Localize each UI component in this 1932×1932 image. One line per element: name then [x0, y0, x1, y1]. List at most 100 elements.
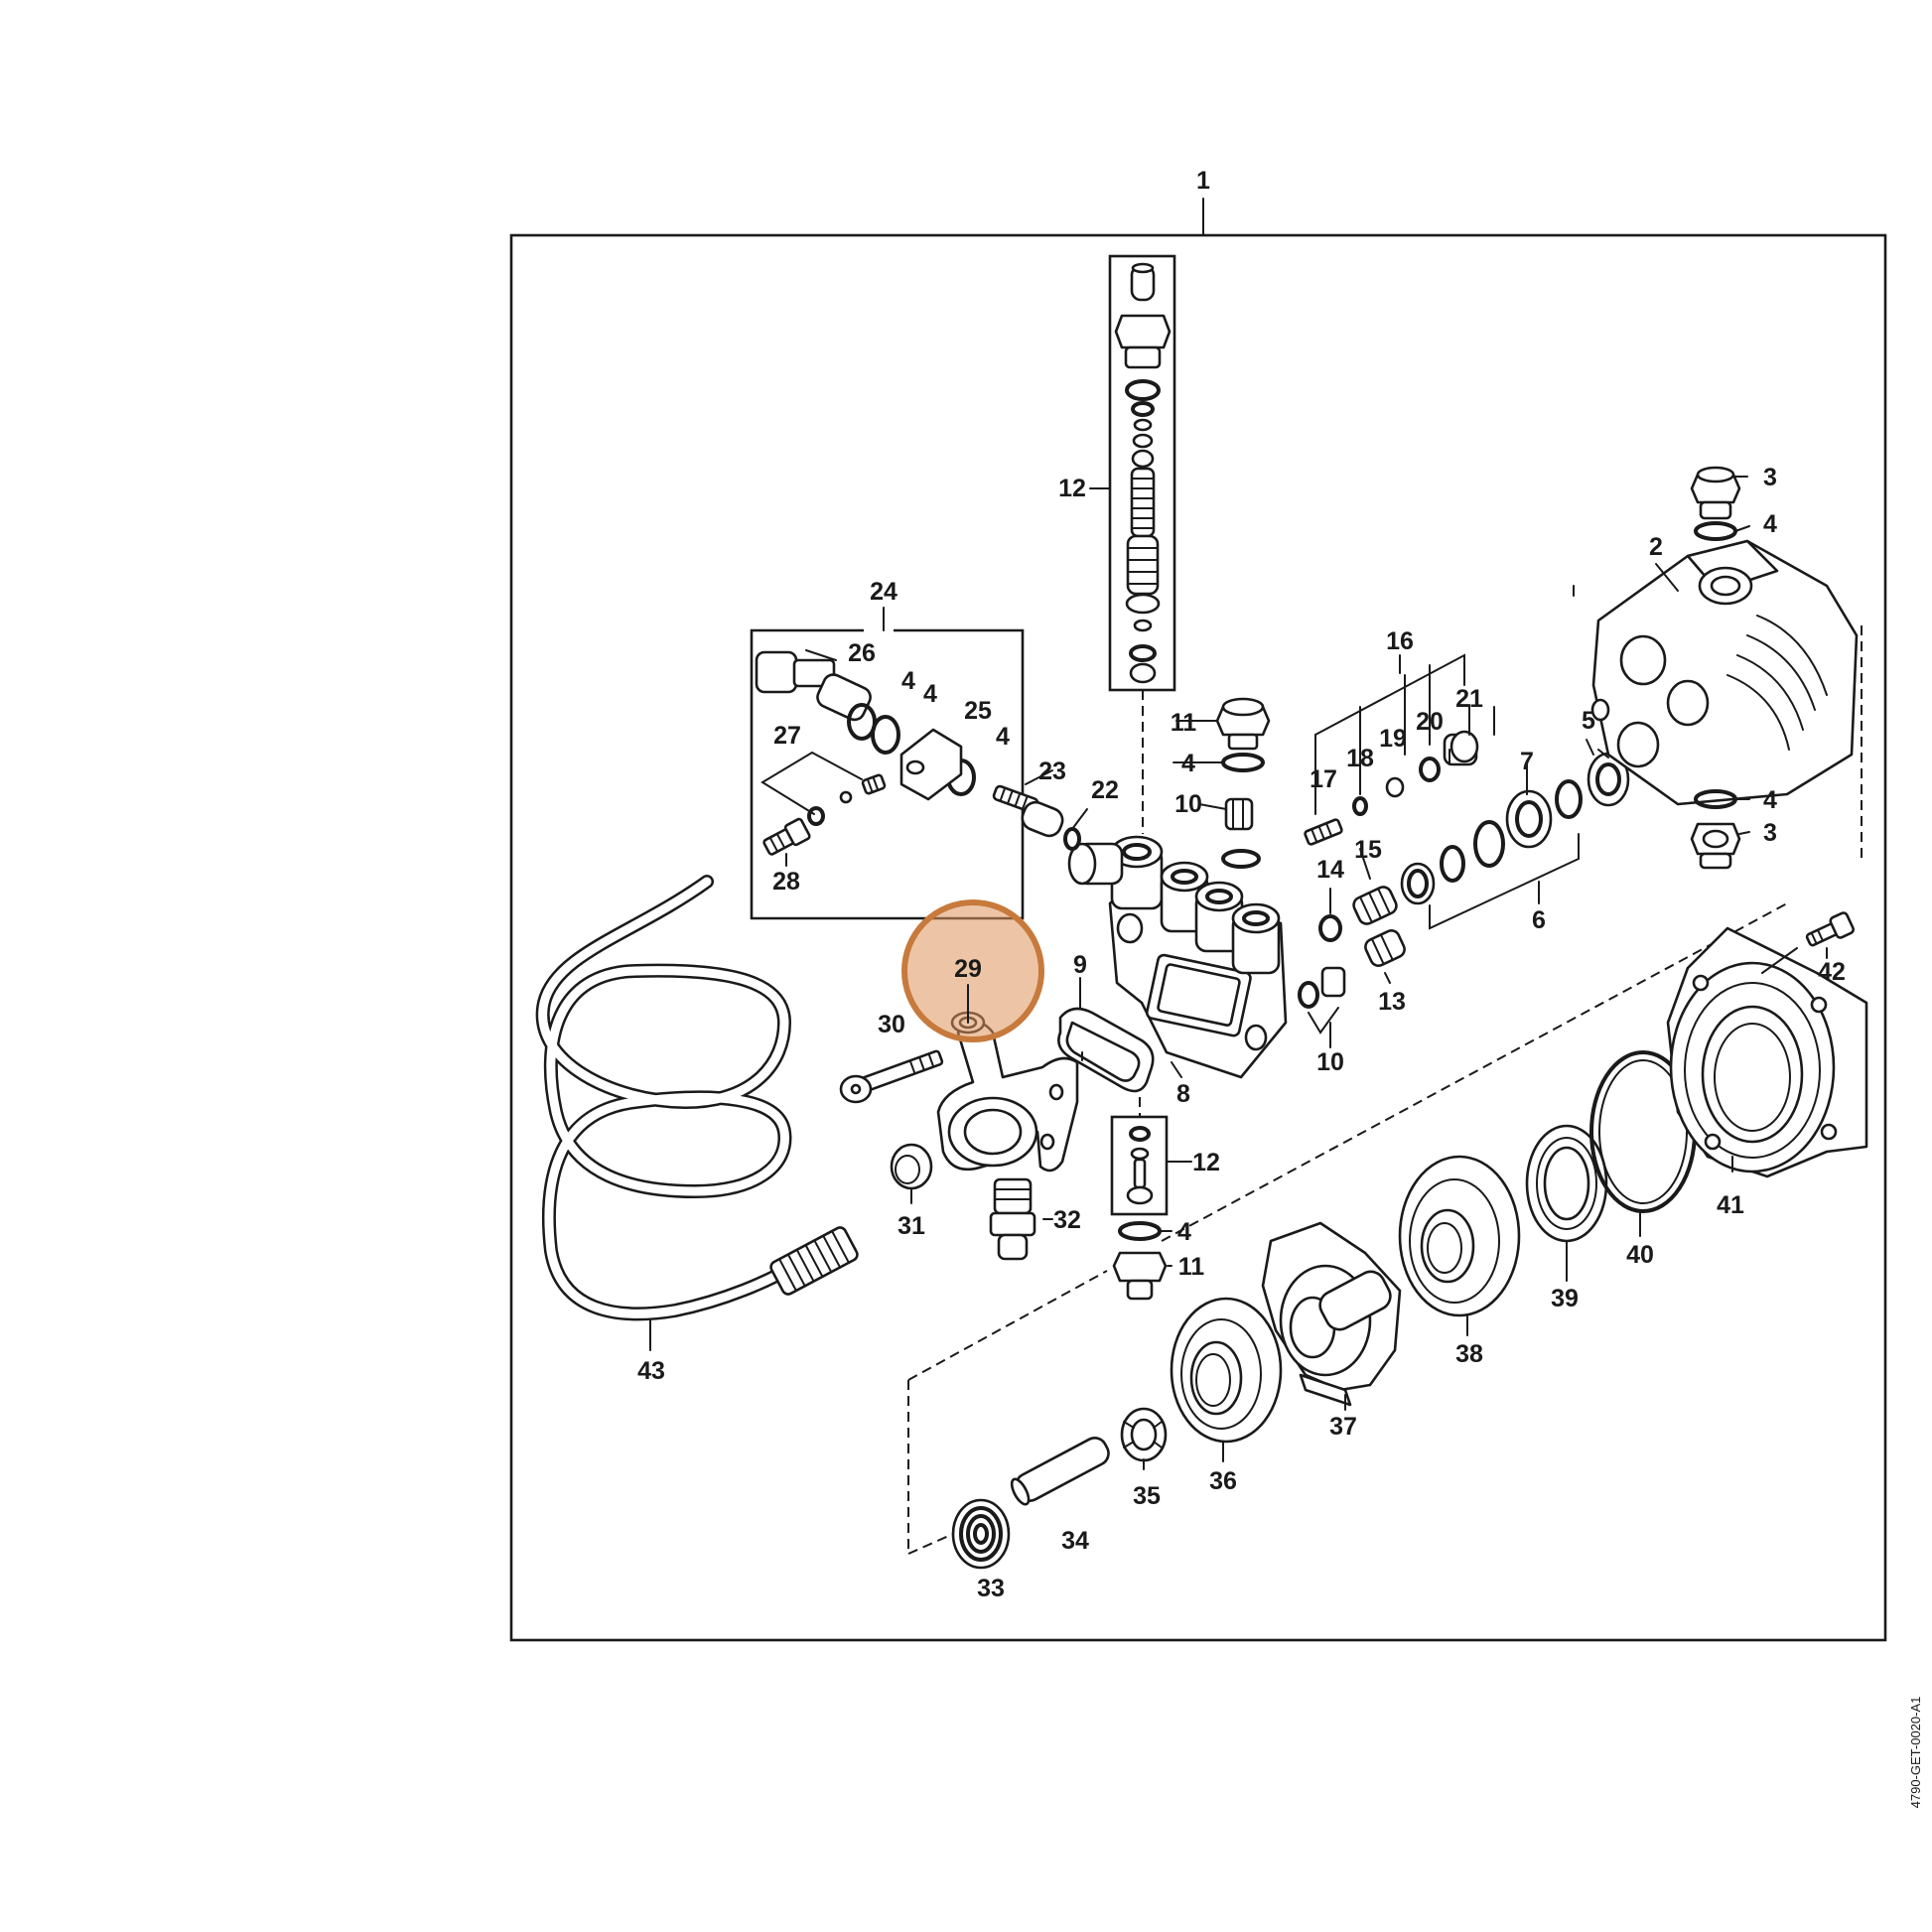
label-29: 29 [954, 955, 982, 983]
part-18-washer[interactable] [1352, 796, 1368, 816]
manifold-inlet [1067, 842, 1124, 886]
label-3-top: 3 [1763, 464, 1777, 491]
part-5-oil-seal[interactable] [1587, 749, 1630, 807]
highlight-marker [901, 899, 1044, 1042]
part-3-plug-top[interactable] [1690, 466, 1741, 520]
part-32-fitting[interactable] [989, 1177, 1036, 1261]
part-37-swash-plate[interactable] [1261, 1221, 1402, 1411]
part-30-bolt[interactable] [839, 1049, 944, 1104]
label-1: 1 [1196, 167, 1210, 195]
label-2: 2 [1649, 533, 1663, 561]
part-7-packing[interactable] [1505, 779, 1583, 849]
drive-guide-main [1161, 902, 1788, 1242]
label-7: 7 [1520, 748, 1534, 775]
part-4-o-ring-upper[interactable] [1221, 753, 1265, 772]
part-11-plug-lower[interactable] [1112, 1251, 1168, 1301]
label-41: 41 [1717, 1191, 1744, 1219]
label-37: 37 [1329, 1413, 1357, 1441]
label-5: 5 [1582, 707, 1595, 735]
label-42: 42 [1818, 958, 1846, 986]
part-3-plug-side[interactable] [1690, 822, 1741, 870]
label-12-bottom: 12 [1192, 1149, 1220, 1176]
label-13: 13 [1378, 988, 1406, 1016]
part-42-screw[interactable] [1761, 911, 1856, 974]
label-4-top: 4 [1763, 510, 1777, 538]
label-38: 38 [1455, 1340, 1483, 1368]
part-19-valve-plate[interactable] [1385, 776, 1405, 798]
part-11-plug-upper[interactable] [1215, 697, 1271, 751]
part-24-gun-kit[interactable] [750, 607, 1025, 920]
part-6-seal-set[interactable] [1400, 820, 1580, 930]
part-4-ring-top[interactable] [1694, 521, 1737, 541]
part-8-manifold-head[interactable] [1067, 835, 1288, 1079]
part-27-spring-ball[interactable] [760, 752, 887, 826]
part-15-valve-spring[interactable] [1351, 885, 1399, 926]
label-18: 18 [1346, 745, 1374, 772]
leader-lines [1025, 476, 1750, 1267]
label-16: 16 [1386, 627, 1414, 655]
label-43: 43 [637, 1357, 665, 1385]
label-4-gun-b: 4 [923, 680, 937, 708]
part-14-ring[interactable] [1318, 888, 1342, 942]
label-34: 34 [1061, 1527, 1089, 1555]
drive-guide-lower [907, 1533, 954, 1555]
label-24: 24 [870, 578, 897, 606]
label-3-side: 3 [1763, 819, 1777, 847]
label-4-manifold: 4 [1181, 750, 1195, 777]
label-28: 28 [772, 868, 800, 896]
label-10-top: 10 [1174, 790, 1202, 818]
part-10-check-valve-lower[interactable] [1298, 966, 1346, 1048]
part-34-plunger-pin[interactable] [1009, 1434, 1113, 1507]
part-28-valve-screw[interactable] [761, 817, 811, 867]
part-22-piston-seal[interactable] [1019, 799, 1081, 851]
label-23: 23 [1038, 758, 1066, 785]
label-4-gun-c: 4 [996, 723, 1010, 751]
label-27: 27 [773, 722, 801, 750]
part-21-valve-seat[interactable] [1443, 730, 1479, 766]
label-25: 25 [964, 697, 992, 725]
label-17: 17 [1310, 765, 1337, 793]
part-2-pump-housing[interactable] [1590, 539, 1859, 806]
part-25-coupler-block[interactable] [899, 728, 963, 801]
label-39: 39 [1551, 1285, 1579, 1312]
label-11-top: 11 [1171, 709, 1197, 737]
part-9-gasket[interactable] [1057, 977, 1155, 1093]
part-39-shaft-seal[interactable] [1525, 1124, 1608, 1282]
part-20-o-ring[interactable] [1419, 757, 1441, 782]
label-40: 40 [1626, 1241, 1654, 1269]
label-14: 14 [1316, 856, 1344, 884]
part-33-spring[interactable] [951, 1498, 1011, 1570]
part-13-valve-spring[interactable] [1363, 928, 1407, 969]
part-10-check-valve-upper[interactable] [1221, 797, 1261, 869]
label-4-bottom: 4 [1177, 1218, 1191, 1246]
part-38-bearing[interactable] [1398, 1155, 1521, 1336]
part-35-lock-washer[interactable] [1120, 1407, 1168, 1470]
label-32: 32 [1053, 1206, 1081, 1234]
part-16-valve-set[interactable] [1314, 653, 1465, 815]
part-36-bearing[interactable] [1170, 1297, 1283, 1462]
part-12-unloader-valve[interactable] [1108, 254, 1176, 834]
label-12-top: 12 [1058, 475, 1086, 502]
manifold-port-1 [1110, 835, 1164, 910]
label-26: 26 [848, 639, 876, 667]
label-6: 6 [1532, 906, 1546, 934]
label-19: 19 [1379, 725, 1407, 753]
label-31: 31 [897, 1212, 925, 1240]
part-43-hose[interactable] [535, 875, 860, 1351]
label-30: 30 [878, 1011, 905, 1038]
part-17-spring[interactable] [1304, 818, 1343, 846]
label-8: 8 [1176, 1080, 1190, 1108]
label-22: 22 [1091, 776, 1119, 804]
part-number-labels: 1 2 3 4 4 3 5 7 6 8 9 10 10 11 4 11 4 12… [637, 167, 1846, 1602]
drive-guide-upper [907, 1270, 1108, 1381]
label-36: 36 [1209, 1467, 1237, 1495]
manifold-port-3 [1194, 881, 1244, 953]
part-4-o-ring-lower[interactable] [1118, 1221, 1162, 1241]
label-15: 15 [1354, 836, 1382, 864]
part-41-flange[interactable] [1666, 926, 1868, 1178]
part-12-valve-kit-lower[interactable] [1110, 1097, 1169, 1216]
manifold-port-4 [1231, 902, 1281, 975]
label-21: 21 [1455, 685, 1483, 713]
part-31-cap[interactable] [890, 1143, 933, 1204]
